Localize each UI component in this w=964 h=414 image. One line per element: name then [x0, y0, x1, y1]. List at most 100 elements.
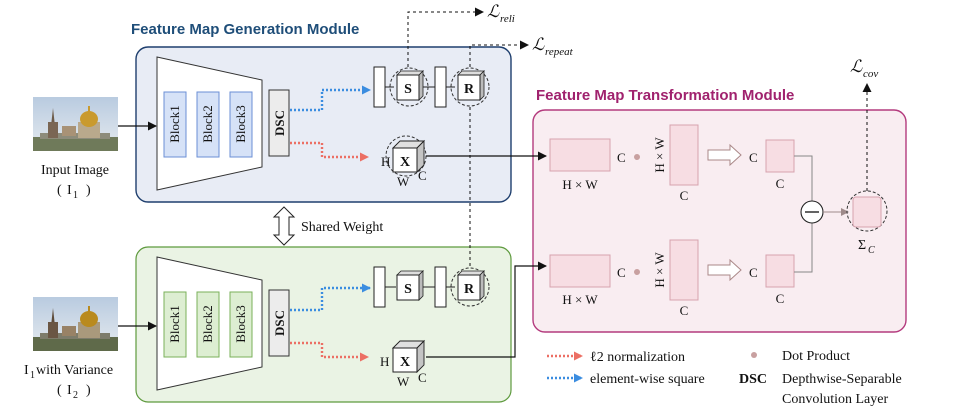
block1-top-label: Block1 — [167, 105, 182, 143]
dsc-label-top: DSC — [272, 110, 287, 136]
svg-text:H × W: H × W — [652, 137, 667, 173]
x-w-bottom: W — [397, 374, 410, 389]
block2-top — [196, 91, 220, 158]
reshape-hw-c-top — [549, 138, 611, 172]
legend-l2-label: ℓ2 normalization — [590, 350, 685, 365]
dsc-label-bottom: DSC — [272, 310, 287, 336]
loss-repeat: ℒ repeat — [532, 35, 574, 58]
svg-text:C: C — [617, 150, 626, 165]
x-h-bottom: H — [380, 354, 389, 369]
x-w-top: W — [397, 174, 410, 189]
s-label-top: S — [404, 82, 412, 97]
svg-text:1: 1 — [73, 190, 78, 201]
dot-product-top — [634, 154, 640, 160]
encoder-blocks-top: Block1 Block2 Block3 — [163, 91, 253, 158]
cov-top-to-minus — [794, 155, 813, 201]
legend-dot-label: Dot Product — [782, 349, 850, 364]
block2-bottom-label: Block2 — [200, 305, 215, 343]
block3-top-label: Block3 — [233, 105, 248, 143]
svg-text:(: ( — [57, 183, 62, 198]
legend: ℓ2 normalization element-wise square Dot… — [547, 349, 902, 407]
shared-weight-label: Shared Weight — [301, 220, 383, 235]
sigma-matrix: Σ C — [846, 190, 888, 256]
x-label-top: X — [400, 155, 410, 170]
block1-top — [163, 91, 187, 158]
block3-bottom-label: Block3 — [233, 305, 248, 343]
l2-arrow-bottom — [290, 341, 369, 362]
score-chain-bottom: S R — [373, 266, 490, 308]
square-arrow-bottom — [290, 283, 371, 312]
svg-text:(: ( — [57, 383, 62, 398]
svg-text:C: C — [749, 265, 758, 280]
l2-arrow-top — [290, 141, 369, 162]
svg-text:C: C — [617, 265, 626, 280]
hollow-arrow-bottom — [707, 258, 742, 282]
repeat-loss-line-top — [469, 40, 529, 67]
block3-bottom — [229, 291, 253, 358]
legend-dsc-key: DSC — [739, 372, 767, 387]
svg-text:reli: reli — [500, 13, 515, 25]
hollow-arrow-top — [707, 143, 742, 167]
block1-bottom — [163, 291, 187, 358]
svg-text:H × W: H × W — [562, 177, 598, 192]
reshape-c-hw-bottom — [669, 239, 699, 301]
svg-text:C: C — [776, 176, 785, 191]
svg-text:cov: cov — [863, 68, 878, 80]
generation-module-title: Feature Map Generation Module — [131, 21, 359, 38]
svg-text:I: I — [67, 183, 72, 198]
legend-square-label: element-wise square — [590, 372, 705, 387]
svg-text:): ) — [86, 383, 91, 398]
loss-reli: ℒ reli — [487, 2, 515, 25]
loss-cov: ℒ cov — [850, 57, 878, 80]
svg-text:2: 2 — [73, 390, 78, 401]
s-label-bottom: S — [404, 282, 412, 297]
svg-text:C: C — [680, 303, 689, 318]
legend-dot-swatch — [751, 352, 757, 358]
reshape-c-hw-top — [669, 124, 699, 186]
transform-row-bottom: H × W C H × W C C C — [549, 239, 795, 318]
encoder-blocks-bottom: Block1 Block2 Block3 — [163, 291, 253, 358]
reshape-hw-c-bottom — [549, 254, 611, 288]
input-image-caption: Input Image — [41, 163, 109, 178]
reli-loss-line — [407, 7, 484, 67]
svg-text:1: 1 — [30, 370, 35, 381]
cov-matrix-bottom — [765, 254, 795, 288]
dsc-box-bottom — [268, 289, 290, 357]
x-to-transform-bottom — [426, 261, 547, 358]
r-label-bottom: R — [464, 282, 475, 297]
r-label-top: R — [464, 82, 475, 97]
svg-text:repeat: repeat — [545, 46, 574, 58]
input-image-2 — [33, 297, 118, 351]
variance-image-caption: I 1 with Variance — [24, 363, 113, 381]
svg-text:Σ: Σ — [858, 238, 866, 253]
input-image-symbol: ( I 1 ) — [57, 183, 91, 201]
svg-text:H × W: H × W — [562, 292, 598, 307]
cov-matrix-top — [765, 139, 795, 173]
svg-text:C: C — [868, 245, 875, 256]
variance-image-symbol: ( I 2 ) — [57, 383, 91, 401]
svg-text:with Variance: with Variance — [36, 363, 113, 378]
x-c-top: C — [418, 168, 427, 183]
shared-weight-arrow-icon — [272, 206, 296, 246]
svg-text:C: C — [680, 188, 689, 203]
cov-bottom-to-minus — [794, 223, 813, 273]
x-h-top: H — [381, 154, 390, 169]
minus-operator-icon — [800, 200, 824, 224]
input-image-1 — [33, 97, 118, 151]
svg-text:): ) — [86, 183, 91, 198]
legend-dsc-desc-2: Convolution Layer — [782, 392, 888, 407]
transform-row-top: H × W C H × W C C C — [549, 124, 795, 203]
svg-text:C: C — [749, 150, 758, 165]
svg-text:ℒ: ℒ — [850, 57, 863, 76]
feature-cube-bottom: X H W C — [380, 339, 427, 389]
x-label-bottom: X — [400, 355, 410, 370]
legend-dsc-desc-1: Depthwise-Separable — [782, 372, 902, 387]
dot-product-bottom — [634, 269, 640, 275]
transformation-module-title: Feature Map Transformation Module — [536, 87, 794, 104]
dsc-box-top — [268, 89, 290, 157]
svg-text:ℒ: ℒ — [487, 2, 500, 21]
svg-text:I: I — [24, 363, 29, 378]
x-c-bottom: C — [418, 370, 427, 385]
